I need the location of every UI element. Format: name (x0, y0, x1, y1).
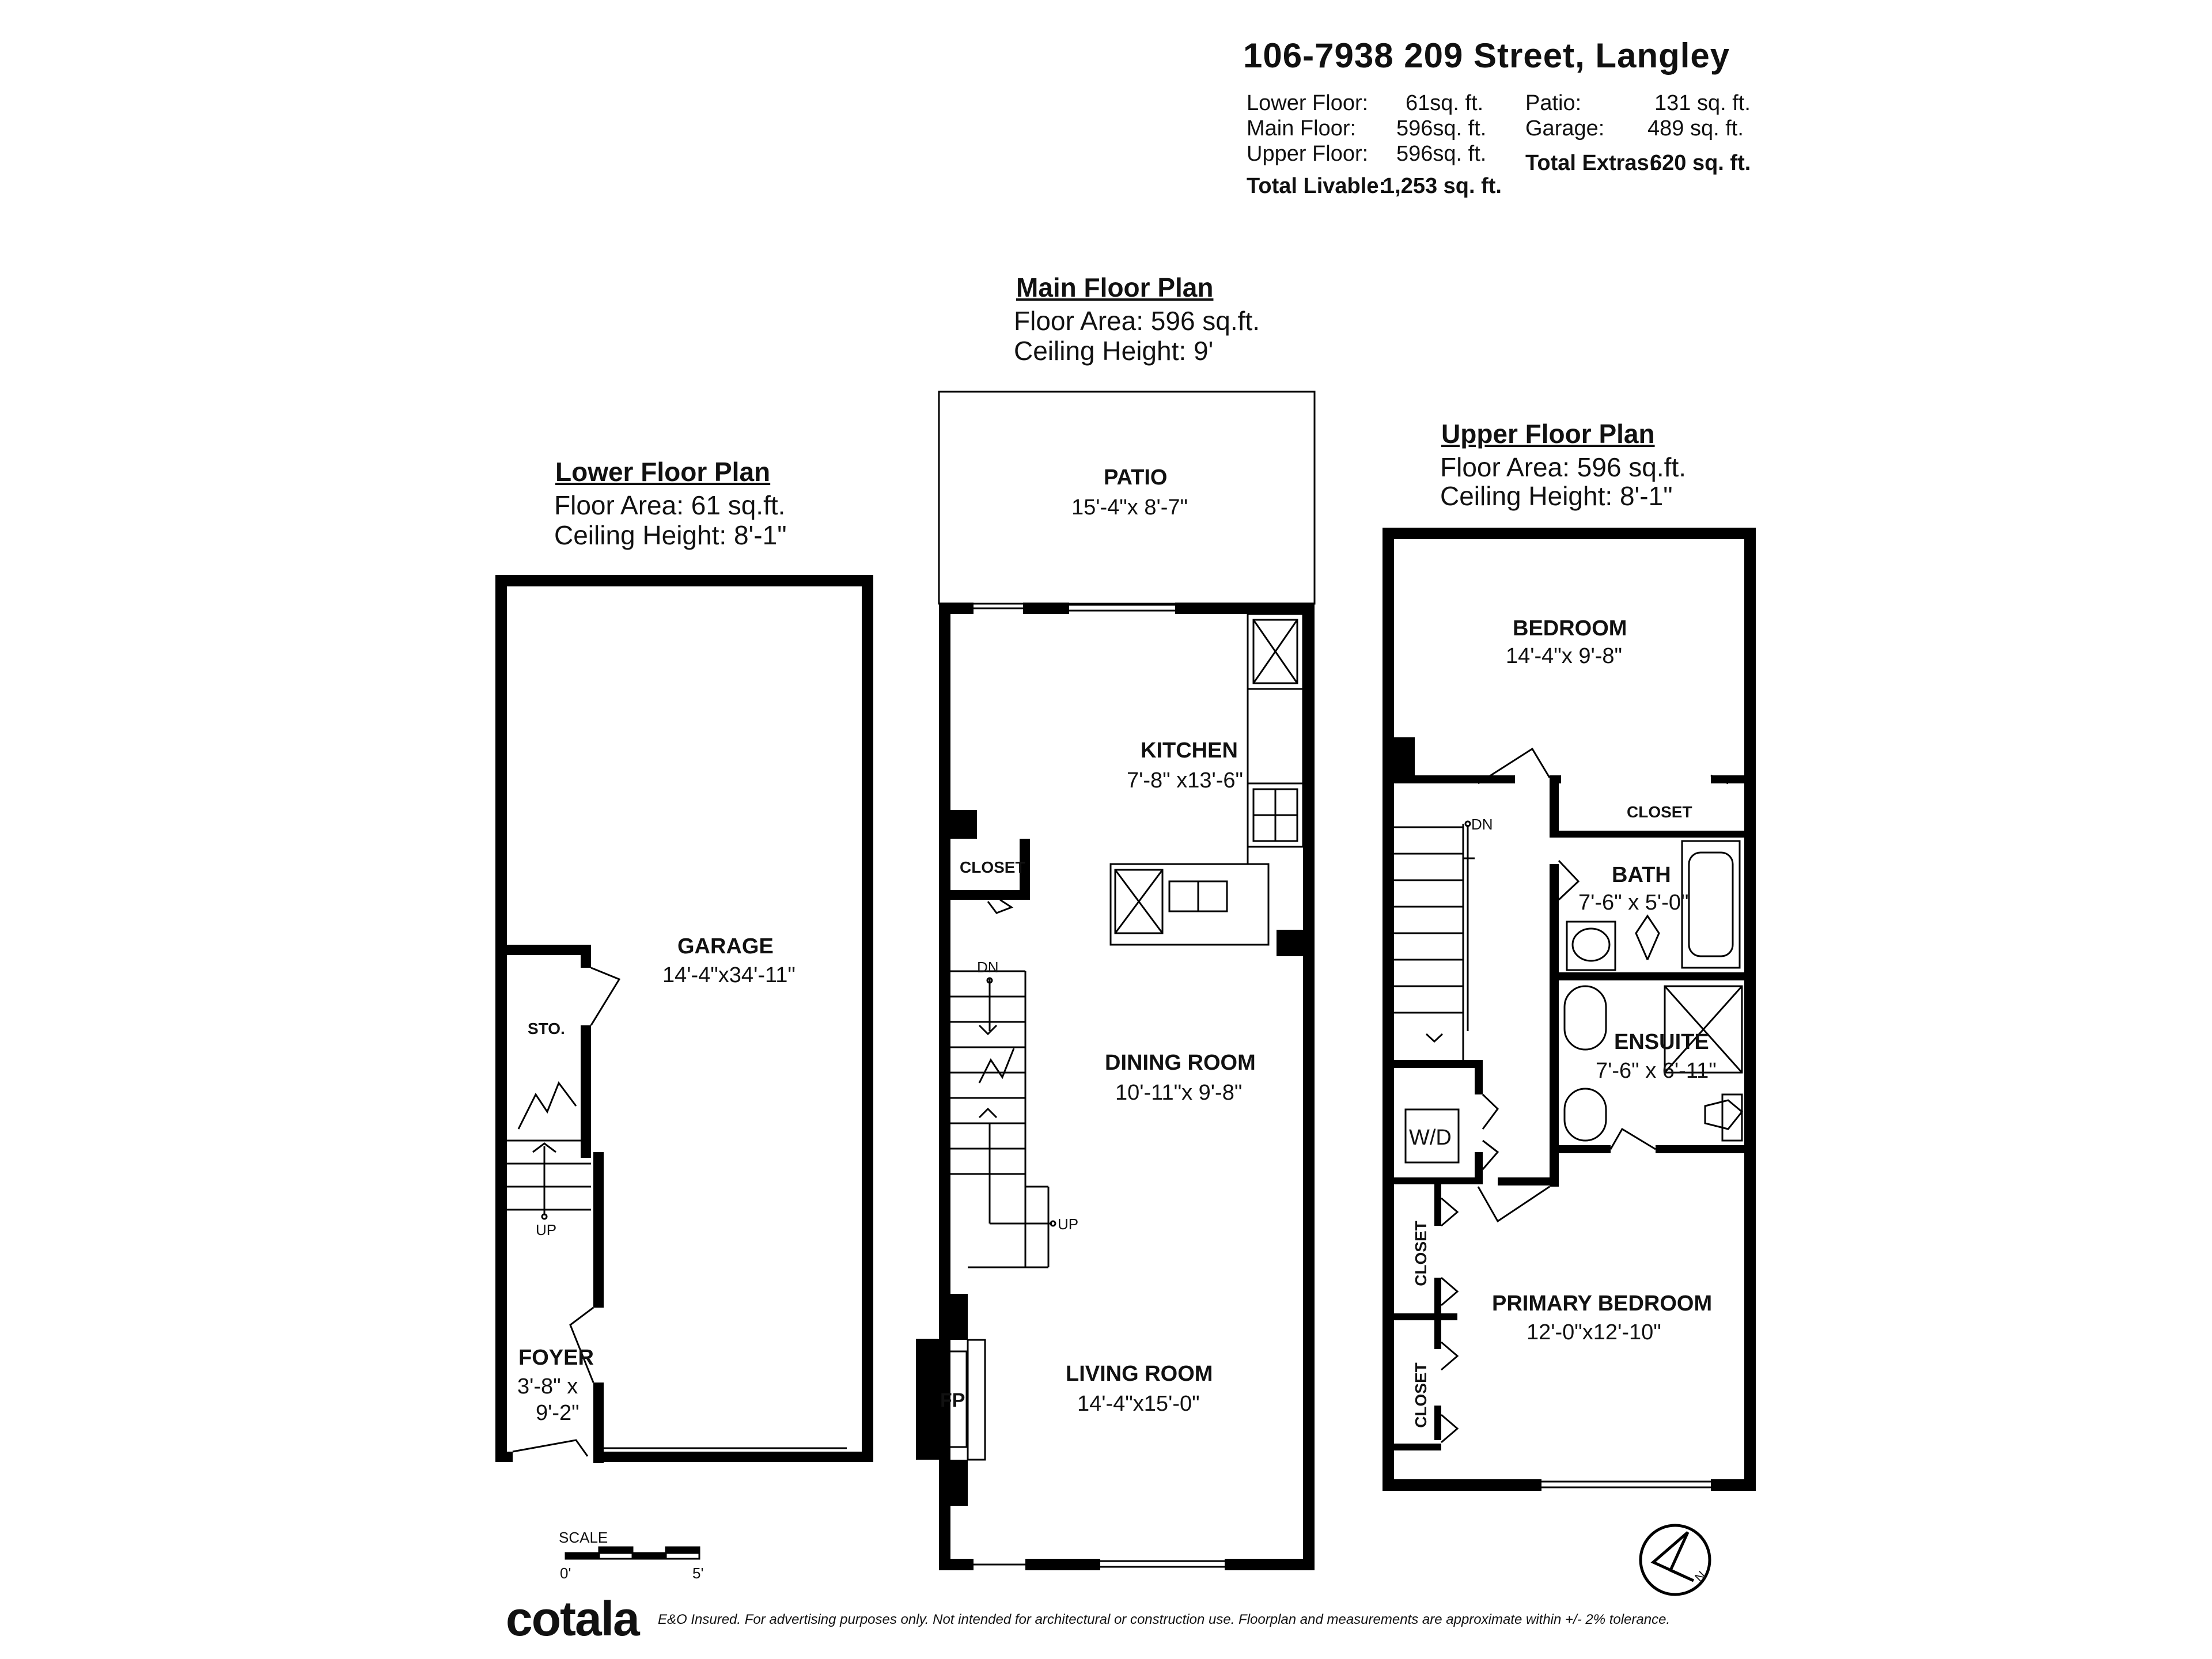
lower-stairs-up-label: UP (536, 1221, 557, 1238)
summary-total-livable-label: Total Livable: (1247, 174, 1387, 198)
summary-total-livable-value: 1,253 sq. ft. (1382, 174, 1502, 198)
summary-lower-value: 61sq. ft. (1406, 91, 1484, 115)
main-floor-details (939, 604, 1304, 1568)
summary-total-extras-label: Total Extras: (1525, 151, 1657, 175)
bath-dimensions: 7'-6" x 5'-0" (1578, 891, 1689, 915)
main-stairs-up-label: UP (1058, 1215, 1079, 1233)
bedroom-label: BEDROOM (1513, 616, 1627, 641)
storage-label: STO. (528, 1020, 565, 1037)
upper-stairs-down-label: DN (1471, 816, 1493, 833)
upper-closet-b-label: CLOSET (1411, 1362, 1430, 1428)
ensuite-dimensions: 7'-6" x 6'-11" (1596, 1059, 1717, 1083)
dining-room-label: DINING ROOM (1105, 1051, 1256, 1075)
main-floor-patio (938, 391, 1316, 605)
ensuite-label: ENSUITE (1614, 1030, 1709, 1054)
upper-plan-title: Upper Floor Plan (1441, 419, 1655, 449)
summary-main-value: 596sq. ft. (1396, 116, 1487, 141)
bath-label: BATH (1612, 863, 1671, 887)
foyer-dimensions-line2: 9'-2" (536, 1401, 579, 1425)
scale-zero-label: 0' (560, 1565, 571, 1582)
lower-plan-ceiling: Ceiling Height: 8'-1" (554, 520, 787, 550)
living-room-label: LIVING ROOM (1066, 1362, 1213, 1386)
summary-upper-label: Upper Floor: (1247, 142, 1369, 166)
garage-dimensions: 14'-4"x34'-11" (662, 963, 796, 987)
main-plan-area: Floor Area: 596 sq.ft. (1014, 306, 1260, 336)
summary-patio-label: Patio: (1525, 91, 1582, 115)
upper-floor-details (1394, 530, 1744, 1488)
summary-upper-value: 596sq. ft. (1396, 142, 1487, 166)
address-title: 106-7938 209 Street, Langley (1243, 36, 1730, 75)
upper-closet-a-label: CLOSET (1411, 1221, 1430, 1286)
washer-dryer-label: W/D (1409, 1126, 1452, 1150)
summary-lower-label: Lower Floor: (1247, 91, 1369, 115)
kitchen-dimensions: 7'-8" x13'-6" (1127, 768, 1244, 793)
main-stairs-down-label: DN (977, 959, 999, 976)
garage-label: GARAGE (677, 934, 774, 959)
lower-plan-area: Floor Area: 61 sq.ft. (554, 490, 786, 520)
scale-five-label: 5' (692, 1565, 704, 1582)
foyer-label: FOYER (518, 1346, 594, 1370)
primary-bedroom-label: PRIMARY BEDROOM (1492, 1291, 1713, 1316)
patio-dimensions: 15'-4"x 8'-7" (1071, 495, 1188, 520)
upper-plan-area: Floor Area: 596 sq.ft. (1440, 452, 1687, 482)
scale-label: SCALE (559, 1529, 608, 1546)
bedroom-dimensions: 14'-4"x 9'-8" (1506, 644, 1623, 668)
summary-garage-label: Garage: (1525, 116, 1605, 141)
main-plan-ceiling: Ceiling Height: 9' (1014, 336, 1214, 366)
summary-patio-value: 131 sq. ft. (1654, 91, 1751, 115)
kitchen-label: KITCHEN (1141, 738, 1238, 763)
main-plan-title: Main Floor Plan (1016, 272, 1214, 302)
disclaimer-text: E&O Insured. For advertising purposes on… (658, 1612, 1671, 1627)
dining-room-dimensions: 10'-11"x 9'-8" (1115, 1081, 1243, 1105)
primary-bedroom-dimensions: 12'-0"x12'-10" (1527, 1320, 1661, 1344)
lower-plan-title: Lower Floor Plan (555, 457, 771, 487)
summary-total-extras-value: 620 sq. ft. (1650, 151, 1751, 175)
summary-main-label: Main Floor: (1247, 116, 1357, 141)
upper-closet-top-label: CLOSET (1627, 803, 1692, 821)
upper-floor-walls (1382, 528, 1756, 1491)
main-closet-label: CLOSET (960, 858, 1025, 876)
main-floor-walls (916, 603, 1315, 1570)
summary-garage-value: 489 sq. ft. (1647, 116, 1744, 141)
foyer-dimensions-line1: 3'-8" x (517, 1374, 578, 1399)
cotala-logo: cotala (506, 1592, 640, 1646)
patio-label: PATIO (1104, 465, 1168, 490)
lower-floor-details (507, 967, 847, 1457)
lower-floor-walls (495, 575, 873, 1463)
upper-plan-ceiling: Ceiling Height: 8'-1" (1440, 481, 1673, 511)
compass-rose (1639, 1524, 1711, 1596)
scale-bar (565, 1546, 700, 1560)
fireplace-label: FP (940, 1389, 965, 1411)
living-room-dimensions: 14'-4"x15'-0" (1077, 1392, 1200, 1416)
